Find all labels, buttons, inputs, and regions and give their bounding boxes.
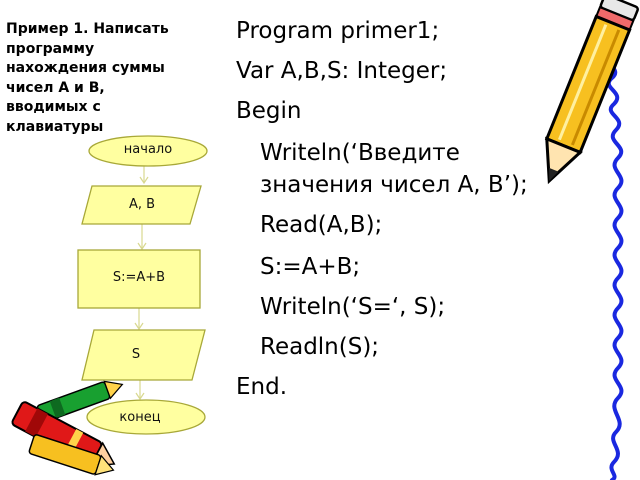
flowchart-input-label: A, B: [128, 197, 156, 212]
flowchart-end-label: конец: [119, 410, 161, 425]
code-line: Writeln(‘S=‘, S);: [260, 294, 446, 320]
arrow-head: [135, 392, 145, 401]
arrow-head: [137, 242, 147, 251]
arrow-head: [134, 322, 144, 331]
task-line: чисел А и В,: [6, 79, 105, 96]
code-line: Begin: [236, 98, 302, 124]
flowchart-start-label: начало: [123, 142, 173, 157]
flowchart-process-shape: [77, 249, 201, 309]
task-line: программу: [6, 40, 95, 57]
code-line: Writeln(‘Введите: [260, 140, 460, 166]
squiggle-line: [604, 4, 630, 480]
task-line: вводимых с: [6, 99, 101, 115]
task-line: Пример 1. Написать: [6, 21, 169, 37]
task-line: клавиатуры: [6, 118, 104, 135]
flowchart-process-label: S:=A+B: [112, 270, 166, 285]
task-line: нахождения суммы: [6, 60, 165, 76]
arrow-head: [139, 176, 149, 185]
task-statement: Пример 1. Написать программу нахождения …: [6, 20, 236, 137]
flowchart-input-shape: [81, 185, 202, 225]
flowchart-start-shape: [88, 135, 208, 167]
code-line: значения чисел A, B’);: [260, 172, 528, 198]
code-line: End.: [236, 374, 288, 400]
code-line: Program primer1;: [236, 18, 440, 44]
flowchart-output-shape: [81, 329, 206, 381]
code-line: S:=A+B;: [260, 254, 361, 280]
code-line: Read(A,B);: [260, 212, 383, 238]
code-line: Var A,B,S: Integer;: [236, 58, 448, 84]
code-line: Readln(S);: [260, 334, 380, 360]
flowchart-end-shape: [86, 399, 206, 435]
flowchart-output-label: S: [131, 347, 141, 362]
